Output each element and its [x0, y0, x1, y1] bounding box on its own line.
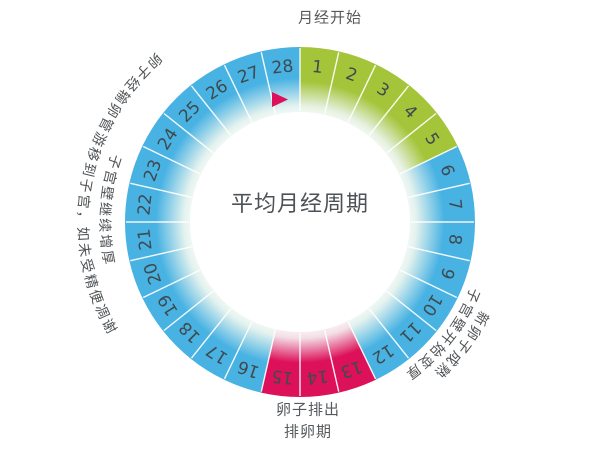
segment-divider [324, 330, 340, 392]
label-char: 厚 [98, 249, 116, 266]
segment-divider [190, 308, 232, 359]
day-segment[interactable] [399, 146, 471, 198]
menstruation-start-label: 月经开始 [298, 9, 362, 27]
cycle-start-marker-icon [272, 92, 288, 107]
segment-divider [130, 246, 192, 262]
day-number: 7 [444, 198, 465, 211]
day-segment[interactable] [324, 321, 376, 393]
day-number: 14 [306, 365, 330, 387]
label-char: 移 [83, 145, 103, 163]
day-number: 21 [134, 228, 156, 252]
day-number: 22 [134, 193, 156, 217]
segment-divider [347, 64, 377, 123]
label-char: 谢 [98, 317, 119, 337]
day-segment[interactable] [190, 64, 253, 136]
label-char: 宫 [74, 194, 91, 209]
day-segment[interactable] [386, 112, 458, 175]
day-segment[interactable] [300, 47, 339, 115]
segment-divider [163, 112, 214, 154]
day-number: 28 [271, 56, 295, 78]
day-segment[interactable] [163, 290, 232, 359]
label-char: 凋 [91, 302, 111, 321]
day-segment[interactable] [399, 246, 471, 298]
segment-divider [324, 52, 340, 114]
day-segment[interactable] [125, 183, 193, 222]
day-segment[interactable] [368, 85, 437, 154]
label-char: 如 [74, 226, 91, 241]
segment-divider [142, 145, 201, 175]
day-segment[interactable] [129, 246, 201, 298]
day-segment-group [125, 47, 475, 397]
segment-divider [408, 246, 470, 262]
day-segment[interactable] [163, 85, 232, 154]
label-char: 管 [95, 114, 116, 134]
day-segment[interactable] [407, 222, 475, 261]
label-char: 精 [81, 273, 100, 291]
label-char: 宫 [100, 168, 119, 185]
day-number: 15 [271, 365, 295, 387]
label-char: 便 [85, 288, 105, 307]
day-segment[interactable] [224, 51, 276, 123]
segment-divider [386, 290, 437, 332]
segment-divider [399, 145, 458, 175]
segment-divider [347, 321, 377, 380]
day-number: 8 [444, 233, 465, 246]
day-segment[interactable] [368, 290, 437, 359]
segment-divider [163, 290, 214, 332]
label-char: 子 [462, 285, 482, 304]
label-char: 新 [471, 308, 492, 328]
segment-divider [223, 321, 253, 380]
segment-divider [368, 85, 410, 136]
segment-divider [223, 64, 253, 123]
segment-divider [260, 330, 276, 392]
label-char: 宫 [455, 300, 476, 320]
ovulation-phase-label: 排卵期 [284, 423, 332, 441]
day-segment[interactable] [190, 308, 253, 380]
label-char: 增 [96, 234, 113, 250]
label-char: 游 [88, 129, 108, 148]
day-segment[interactable] [386, 269, 458, 332]
page-title: 平均月经周期 [231, 192, 369, 217]
label-char: 壁 [97, 185, 115, 201]
segment-divider [142, 269, 201, 299]
segment-divider [408, 182, 470, 198]
label-char: 续 [96, 218, 113, 232]
day-segment[interactable] [261, 47, 300, 115]
day-number: 1 [311, 57, 324, 78]
day-segment[interactable] [407, 183, 475, 222]
day-segment[interactable] [142, 269, 214, 332]
day-segment[interactable] [125, 222, 193, 261]
segment-divider-group [126, 48, 474, 396]
day-segment[interactable] [142, 112, 214, 175]
label-char: 到 [79, 161, 98, 178]
day-segment[interactable] [261, 329, 300, 397]
label-char: 子 [76, 177, 94, 193]
label-char: 未 [75, 242, 93, 258]
day-segment[interactable] [347, 64, 410, 136]
day-segment[interactable] [347, 308, 410, 380]
ovulation-release-label: 卵子排出 [276, 401, 340, 419]
label-char: 受 [77, 257, 95, 274]
segment-divider [368, 308, 410, 359]
day-segment[interactable] [129, 146, 201, 198]
label-char: ， [74, 210, 90, 224]
day-segment[interactable] [300, 329, 339, 397]
segment-divider [130, 182, 192, 198]
day-segment[interactable] [324, 51, 376, 123]
label-char: 子 [104, 152, 124, 170]
segment-divider [399, 269, 458, 299]
segment-divider [190, 85, 232, 136]
segment-divider [386, 112, 437, 154]
label-char: 继 [96, 202, 113, 217]
day-segment[interactable] [224, 321, 276, 393]
